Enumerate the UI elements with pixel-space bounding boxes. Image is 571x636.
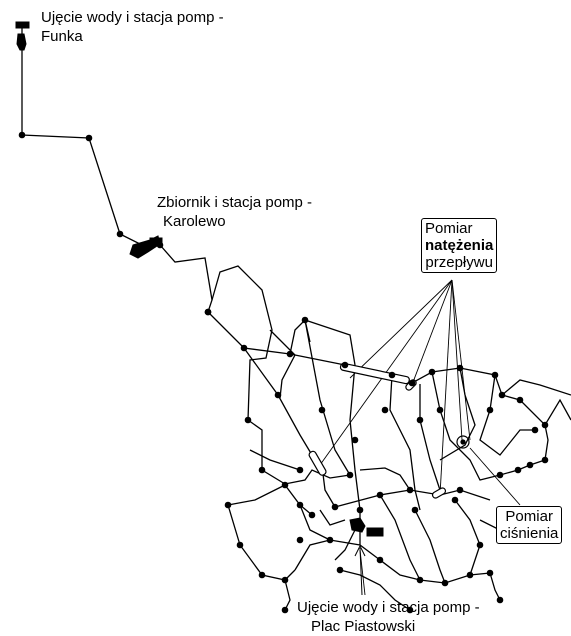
pipe-segment xyxy=(334,529,356,561)
pressure-label-line2: ciśnienia xyxy=(500,525,559,542)
karolewo-label: Zbiornik i stacja pomp - Karolewo xyxy=(157,193,312,231)
pipe-segment xyxy=(389,374,421,511)
pipe-segment xyxy=(479,374,535,456)
pressure-meter xyxy=(456,435,470,449)
station-symbols xyxy=(15,21,384,537)
funka-label-line2: Funka xyxy=(41,28,83,45)
junction-nodes xyxy=(18,131,549,614)
funka-well-icon xyxy=(16,33,27,51)
pipe-segment xyxy=(431,371,546,481)
pipe-network xyxy=(21,28,571,611)
pipe-segment xyxy=(334,489,491,508)
flow-meter-marker xyxy=(308,450,327,476)
pipe-segment xyxy=(294,539,446,584)
funka-station-icon xyxy=(15,21,30,29)
pipe-segment xyxy=(379,494,421,581)
pipe-segment xyxy=(304,319,356,366)
pipe-segment xyxy=(414,509,491,584)
transmission-pipe xyxy=(21,28,141,245)
annotation-lines xyxy=(319,279,521,596)
pipe-segment xyxy=(439,367,476,461)
funka-label-line1: Ujęcie wody i stacja pomp - xyxy=(41,9,224,26)
pipe-segment xyxy=(299,504,331,541)
flow-meters xyxy=(308,362,447,499)
flow-measurement-label: Pomiar natężenia przepływu xyxy=(421,218,498,273)
pipe-segment xyxy=(289,318,311,355)
pipe-segment xyxy=(249,449,301,471)
pipe-segment xyxy=(284,579,291,611)
pipe-segment xyxy=(319,509,346,526)
karolewo-label-line1: Zbiornik i stacja pomp - xyxy=(157,194,313,211)
pipe-segment xyxy=(544,424,549,461)
arrow-plac xyxy=(354,544,366,596)
plac-label-line1: Ujęcie wody i stacja pomp - xyxy=(297,599,480,616)
flow-meter-marker xyxy=(339,362,410,385)
flow-label-line1: Pomiar xyxy=(425,220,473,237)
pipe-segment xyxy=(269,329,296,399)
funka-label: Ujęcie wody i stacja pomp - Funka xyxy=(41,8,224,46)
pipe-segment xyxy=(359,467,411,491)
pipe-segment xyxy=(501,379,571,396)
reservoir-pipe xyxy=(139,243,213,313)
pressure-measurement-label: Pomiar ciśnienia xyxy=(496,506,563,544)
flow-label-line3: przepływu xyxy=(425,254,493,271)
plac-piastowski-label: Ujęcie wody i stacja pomp - Plac Piastow… xyxy=(297,598,480,636)
pipe-segment xyxy=(419,384,441,491)
pipe-segment xyxy=(227,484,313,516)
pipe-segment xyxy=(339,569,411,611)
karolewo-label-line2: Karolewo xyxy=(163,213,226,230)
pipe-segment xyxy=(304,319,351,476)
flow-meter-marker xyxy=(431,487,447,499)
flow-label-line2: natężenia xyxy=(425,237,494,254)
plac-piastowski-pump-icon xyxy=(366,527,384,537)
karolewo-pump-icon xyxy=(149,237,163,246)
pipe-segment xyxy=(454,499,481,576)
plac-piastowski-station-icon xyxy=(349,517,366,533)
pressure-label-line1: Pomiar xyxy=(505,508,553,525)
plac-label-line2: Plac Piastowski xyxy=(311,618,416,635)
pipe-segment xyxy=(489,572,501,601)
